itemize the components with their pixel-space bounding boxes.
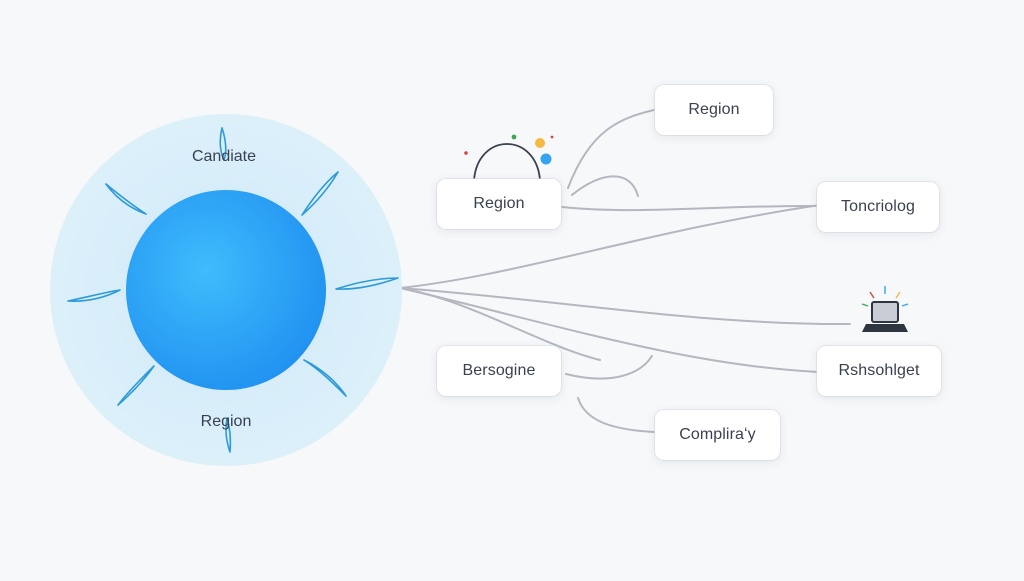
blade-top — [219, 127, 227, 161]
node-card-rshsohlget[interactable]: Rshsohlget — [817, 346, 941, 396]
blade-top-left — [105, 183, 147, 215]
connector-bersogine-to-complira — [577, 397, 657, 433]
hub-bottom-label: Region — [200, 413, 252, 430]
dot-yellow — [535, 138, 545, 148]
node-card-bersogine[interactable]: Bersogine — [437, 346, 561, 396]
dot-blue — [540, 153, 552, 165]
connector-region-to-region-top — [567, 109, 655, 189]
node-card-region-top[interactable]: Region — [655, 85, 773, 135]
blade-top-right — [301, 171, 339, 216]
connector-region-to-toncriolog — [561, 204, 821, 212]
arch-icon — [464, 134, 554, 181]
connectors — [399, 109, 851, 433]
dot-green — [511, 134, 517, 140]
connector-hub-to-rshsohlget — [399, 287, 819, 373]
node-card-toncriolog[interactable]: Toncriolog — [817, 182, 939, 232]
node-card-complira[interactable]: Compliraʻy — [655, 410, 780, 460]
blade-bottom-left — [117, 365, 155, 406]
hub-blades — [67, 127, 399, 453]
blade-bottom — [225, 417, 232, 453]
dot-small — [550, 135, 554, 139]
node-card-region-mid[interactable]: Region — [437, 179, 561, 229]
blade-bottom-right — [303, 359, 347, 397]
connector-region-loop — [571, 175, 639, 197]
connector-hub-to-bersogine-region — [399, 287, 601, 361]
blade-right — [335, 277, 399, 290]
hub-top-label: Candiate — [191, 148, 257, 165]
laptop-icon — [861, 286, 909, 332]
connector-bersogine-curve — [565, 355, 653, 380]
dot-red — [464, 151, 468, 155]
connector-hub-to-laptop — [399, 287, 851, 326]
blade-left — [67, 289, 121, 302]
connector-hub-to-toncriolog — [399, 204, 821, 289]
hub-core[interactable] — [126, 190, 326, 390]
